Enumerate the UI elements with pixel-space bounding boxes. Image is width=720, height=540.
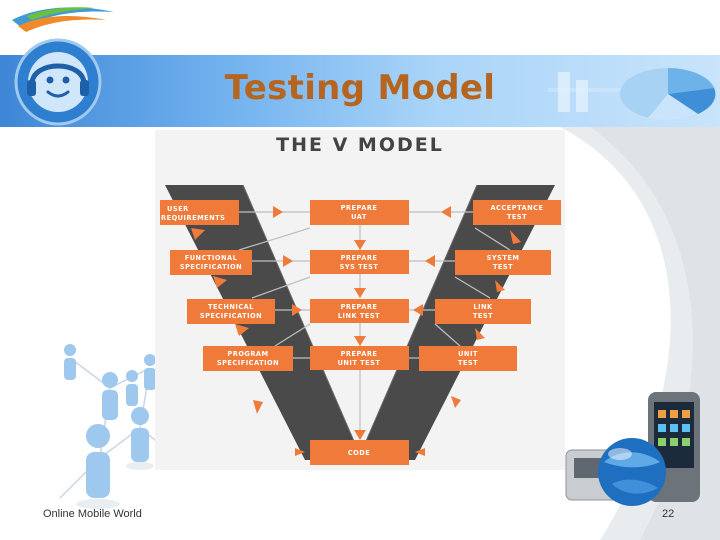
left-box-2-line1: FUNCTIONAL: [185, 254, 238, 262]
logo-swoosh-icon: [12, 7, 114, 32]
left-box-3-line2: SPECIFICATION: [200, 312, 262, 320]
middle-box-4-line2: UNIT TEST: [338, 359, 381, 367]
right-box-1-line1: ACCEPTANCE: [490, 204, 543, 212]
middle-box-1-line2: UAT: [351, 213, 367, 221]
v-model-figure: THE V MODEL: [155, 130, 565, 470]
slide-title: Testing Model: [224, 68, 496, 108]
right-box-2-line1: SYSTEM: [487, 254, 520, 262]
left-box-4: PROGRAM SPECIFICATION: [203, 346, 293, 371]
code-box-label: CODE: [348, 449, 370, 457]
middle-box-3-line1: PREPARE: [341, 303, 378, 311]
people-network-icon: [59, 344, 191, 509]
middle-box-1: PREPARE UAT: [310, 200, 409, 225]
middle-box-2-line2: SYS TEST: [340, 263, 379, 271]
right-box-3-line2: TEST: [473, 312, 493, 320]
middle-box-1-line1: PREPARE: [341, 204, 378, 212]
left-box-1-line2: REQUIREMENTS: [161, 214, 225, 222]
left-box-4-line1: PROGRAM: [227, 350, 268, 358]
left-box-4-line2: SPECIFICATION: [217, 359, 279, 367]
middle-box-2-line1: PREPARE: [341, 254, 378, 262]
pie-chart-icon: [548, 68, 716, 121]
code-box: CODE: [310, 440, 409, 465]
right-box-2-line2: TEST: [493, 263, 513, 271]
arrowheads: [191, 206, 521, 456]
right-box-2: SYSTEM TEST: [455, 250, 551, 275]
left-box-2-line2: SPECIFICATION: [180, 263, 242, 271]
right-box-4-line1: UNIT: [458, 350, 478, 358]
right-box-3-line1: LINK: [473, 303, 493, 311]
phone-globe-icon: [565, 392, 700, 506]
left-box-1-line1: USER: [167, 205, 189, 213]
v-model-diagram: THE V MODEL: [160, 134, 561, 465]
right-box-4-line2: TEST: [458, 359, 478, 367]
right-box-3: LINK TEST: [435, 299, 531, 324]
headset-smiley-icon: [14, 38, 102, 126]
middle-box-2: PREPARE SYS TEST: [310, 250, 409, 274]
right-box-4: UNIT TEST: [419, 346, 517, 371]
left-box-2: FUNCTIONAL SPECIFICATION: [170, 250, 252, 275]
middle-box-3-line2: LINK TEST: [338, 312, 380, 320]
footer-text: Online Mobile World: [43, 508, 142, 520]
left-box-3: TECHNICAL SPECIFICATION: [187, 299, 275, 324]
left-box-1: USER REQUIREMENTS: [160, 200, 239, 225]
page-number: 22: [662, 508, 675, 520]
right-box-1-line2: TEST: [507, 213, 527, 221]
middle-box-4-line1: PREPARE: [341, 350, 378, 358]
middle-box-4: PREPARE UNIT TEST: [310, 346, 409, 370]
middle-box-3: PREPARE LINK TEST: [310, 299, 409, 323]
v-model-heading: THE V MODEL: [276, 134, 444, 156]
left-box-3-line1: TECHNICAL: [208, 303, 254, 311]
right-box-1: ACCEPTANCE TEST: [473, 200, 561, 225]
